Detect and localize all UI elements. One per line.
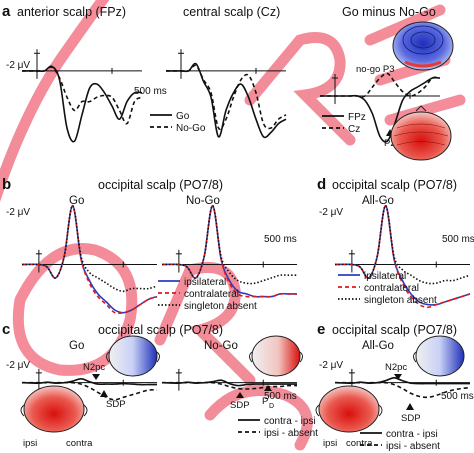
legend-text-singleton-absent: singleton absent [364, 295, 437, 306]
legend-text-go: Go [176, 111, 190, 122]
series-cz [319, 72, 441, 98]
annotation-sdp-e: SDP [401, 413, 421, 424]
legend-text-cz: Cz [348, 124, 360, 135]
legend-text-contralateral: contralateral [364, 283, 419, 294]
ylabel-c: -2 μV [6, 360, 30, 371]
legend-text-ipsilateral: ipsilateral [364, 271, 406, 282]
legend-text-ipsi-absent: ipsi - absent [386, 441, 440, 452]
topomap-e-sdp [315, 385, 383, 433]
title-c: occipital scalp (PO7/8) [98, 323, 223, 337]
subtitle-b-nogo: No-Go [186, 195, 220, 207]
topomap-p2a-red [390, 105, 452, 161]
panel-label-a: a [2, 3, 11, 20]
topomap-e-n2pc [413, 335, 465, 377]
xlabel-a: 500 ms [134, 86, 167, 97]
legend-text-ipsilateral: ipsilateral [184, 277, 226, 288]
plot-b-Go [21, 204, 158, 315]
plot-c-NoGo [161, 368, 298, 391]
xlabel-d: 500 ms [442, 234, 474, 245]
annotation-n2pc-c: N2pc [83, 362, 105, 373]
legend-b: ipsilateral contralateral singleton abse… [158, 277, 257, 312]
annotation-pd-sub: D [269, 403, 274, 410]
legend-e: contra - ipsi ipsi - absent [360, 429, 440, 452]
topomap-nogo-blue [392, 21, 454, 71]
plot-e-AllGo [334, 368, 471, 399]
title-a-cz: central scalp (Cz) [183, 5, 280, 19]
label-ipsi-e: ipsi [323, 438, 337, 449]
topomap-c-go [106, 335, 160, 377]
label-contra-e: contra [346, 438, 373, 449]
xlabel-c: 500 ms [264, 391, 297, 402]
plot-a-diff [319, 72, 441, 143]
arrow-sdp-e [406, 403, 414, 410]
legend-a-elec: FPz Cz [322, 112, 366, 135]
ylabel-b: -2 μV [6, 207, 30, 218]
title-b: occipital scalp (PO7/8) [98, 178, 223, 192]
plot-a-FPz [22, 49, 143, 143]
series-contra-ipsi [21, 378, 157, 386]
arrow-sdp-c2 [236, 392, 244, 398]
legend-text-nogo: No-Go [176, 123, 206, 134]
topomap-c-sdp [20, 385, 88, 433]
legend-text-contra-ipsi: contra - ipsi [386, 429, 438, 440]
label-contra-c: contra [66, 438, 93, 449]
panel-label-e: e [317, 321, 325, 338]
arrow-n2pc-e [394, 374, 402, 380]
legend-text-fpz: FPz [348, 112, 366, 123]
series-contralateral [334, 204, 471, 309]
title-d: occipital scalp (PO7/8) [332, 178, 457, 192]
title-a-fpz: anterior scalp (FPz) [17, 5, 126, 19]
annotation-sdp-c: SDP [106, 399, 126, 410]
ylabel-a: -2 μV [6, 60, 30, 71]
series-contralateral [21, 204, 158, 315]
legend-text-ipsi-absent: ipsi - absent [264, 428, 318, 439]
panel-label-b: b [2, 176, 11, 193]
arrow-sdp-c [100, 390, 108, 397]
title-e: occipital scalp (PO7/8) [332, 323, 457, 337]
ylabel-d: -2 μV [319, 207, 343, 218]
annotation-n2pc-e: N2pc [385, 362, 407, 373]
series-no-go [22, 66, 143, 125]
plot-a-Cz [166, 49, 287, 139]
xlabel-b: 500 ms [264, 234, 297, 245]
annotation-sdp-c2: SDP [230, 400, 250, 411]
series-go [22, 65, 143, 143]
legend-text-contra-ipsi: contra - ipsi [264, 416, 316, 427]
series-ipsi-absent [334, 381, 471, 399]
legend-text-contralateral: contralateral [184, 289, 239, 300]
subtitle-d-allgo: All-Go [362, 195, 394, 207]
panel-label-d: d [317, 176, 326, 193]
ylabel-e: -2 μV [319, 360, 343, 371]
series-ipsilateral [21, 204, 158, 314]
panel-label-c: c [2, 321, 10, 338]
series-fpz [319, 76, 441, 143]
annotation-nogo-p3: no-go P3 [356, 64, 395, 75]
arrow-n2pc-c [92, 374, 100, 380]
legend-a-gonogo: Go No-Go [150, 111, 206, 134]
plot-d-AllGo [334, 204, 471, 309]
topomap-c-nogo [249, 335, 303, 377]
arrow-pd [264, 385, 272, 391]
plot-b-NoGo [161, 204, 297, 298]
subtitle-b-go: Go [69, 195, 84, 207]
series-ipsi-absent [21, 381, 158, 401]
subtitle-c-go: Go [69, 340, 84, 352]
subtitle-c-nogo: No-Go [204, 340, 238, 352]
series-contralateral [161, 204, 297, 298]
plot-c-Go [21, 368, 158, 401]
title-a-diff: Go minus No-Go [342, 5, 436, 19]
legend-d: ipsilateral contralateral singleton abse… [338, 271, 437, 306]
legend-c: contra - ipsi ipsi - absent [238, 416, 318, 439]
xlabel-e: 500 ms [441, 391, 474, 402]
legend-text-singleton-absent: singleton absent [184, 301, 257, 312]
annotation-pd: P [262, 396, 268, 407]
subtitle-e-allgo: All-Go [362, 340, 394, 352]
label-ipsi-c: ipsi [23, 438, 37, 449]
series-ipsi-absent [161, 381, 298, 390]
